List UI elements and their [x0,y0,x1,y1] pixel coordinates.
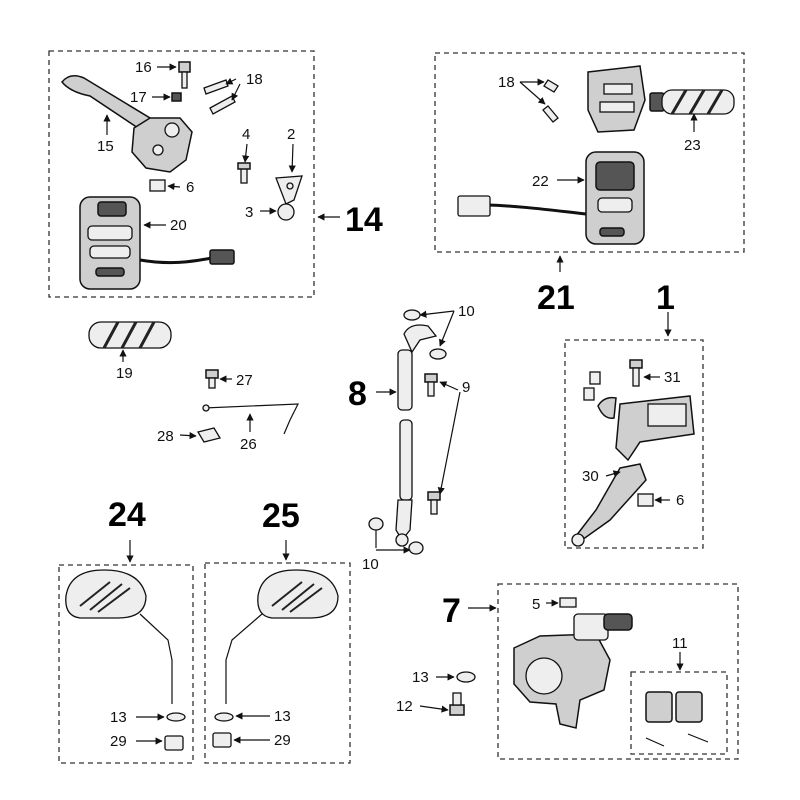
assembly-label-21: 21 [537,279,575,317]
switch-cover-21 [587,65,646,133]
washer-17 [171,92,182,102]
brake-pads-11 [645,691,709,747]
assembly-label-14: 14 [345,201,383,239]
clip-28 [196,427,222,443]
banjo-bolt-16 [178,61,191,89]
group-box-25 [204,562,351,764]
group-box-1 [564,339,704,549]
part-label-30: 30 [582,468,599,485]
part-label-31: 31 [664,369,681,386]
part-label-19: 19 [116,365,133,382]
part-label-20: 20 [170,217,187,234]
assembly-label-25: 25 [262,497,300,535]
bleed-screw-5 [559,597,577,608]
part-label-23: 23 [684,137,701,154]
part-label-6-right: 6 [676,492,684,509]
group-box-11 [630,671,728,755]
brake-hose-8 [395,324,438,547]
part-label-18-left: 18 [246,71,263,88]
washers-10 [368,309,447,555]
part-label-9: 9 [462,379,470,396]
nut-6-right [637,493,654,507]
part-label-2: 2 [287,126,295,143]
part-label-13-mirror-left: 13 [110,709,127,726]
wire-20 [139,256,213,265]
part-label-22: 22 [532,173,549,190]
part-label-3: 3 [245,204,253,221]
bracket-2 [275,175,303,205]
bolt-27 [205,369,219,389]
assembly-label-8: 8 [348,375,367,413]
part-label-18-right: 18 [498,74,515,91]
banjo-bolts-9 [424,373,441,515]
clamp-1 [597,396,617,419]
bolt-31 [629,359,643,387]
part-label-27: 27 [236,372,253,389]
caliper-7 [513,613,633,729]
part-label-13-mirror-right: 13 [274,708,291,725]
washer-13 [456,671,476,683]
grip-19 [88,321,172,349]
part-label-17: 17 [130,89,147,106]
connector-22 [457,195,491,217]
screw-4 [237,162,251,184]
master-cylinder-1 [615,395,695,462]
assembly-label-7: 7 [442,592,461,630]
leader-lines [103,63,698,745]
mirror-washers-nuts [164,712,234,751]
group-box-7 [497,583,739,760]
screws-18-right [542,79,559,123]
switch-housing-22 [585,151,645,245]
grip-23 [649,89,735,115]
nut-6-left [149,179,166,192]
switch-housing-20 [79,196,141,290]
part-label-6-left: 6 [186,179,194,196]
cable-rod-26 [202,403,299,435]
screws-18-left [203,79,236,115]
ball-3 [277,203,295,221]
mirror-24 [65,569,173,704]
group-box-24 [58,564,194,764]
part-label-29-right: 29 [274,732,291,749]
wire-22 [487,203,587,216]
part-label-11: 11 [672,635,688,652]
part-label-10-bottom: 10 [362,556,379,573]
connector-20 [209,249,235,265]
master-cylinder-housing-14 [131,117,193,173]
assembly-label-1: 1 [656,279,675,317]
screws-1 [583,371,601,401]
part-label-29-left: 29 [110,733,127,750]
part-label-13-caliper: 13 [412,669,429,686]
part-label-10-top: 10 [458,303,475,320]
bolt-12 [449,692,465,716]
brake-lever-30 [571,463,647,547]
assembly-label-24: 24 [108,496,146,534]
part-label-28: 28 [157,428,174,445]
part-label-5: 5 [532,596,540,613]
group-box-14 [48,50,315,298]
part-label-26: 26 [240,436,257,453]
group-box-21 [434,52,745,253]
part-label-12: 12 [396,698,413,715]
part-label-16: 16 [135,59,152,76]
part-label-4: 4 [242,126,250,143]
mirror-25 [225,569,339,704]
part-label-15: 15 [97,138,114,155]
